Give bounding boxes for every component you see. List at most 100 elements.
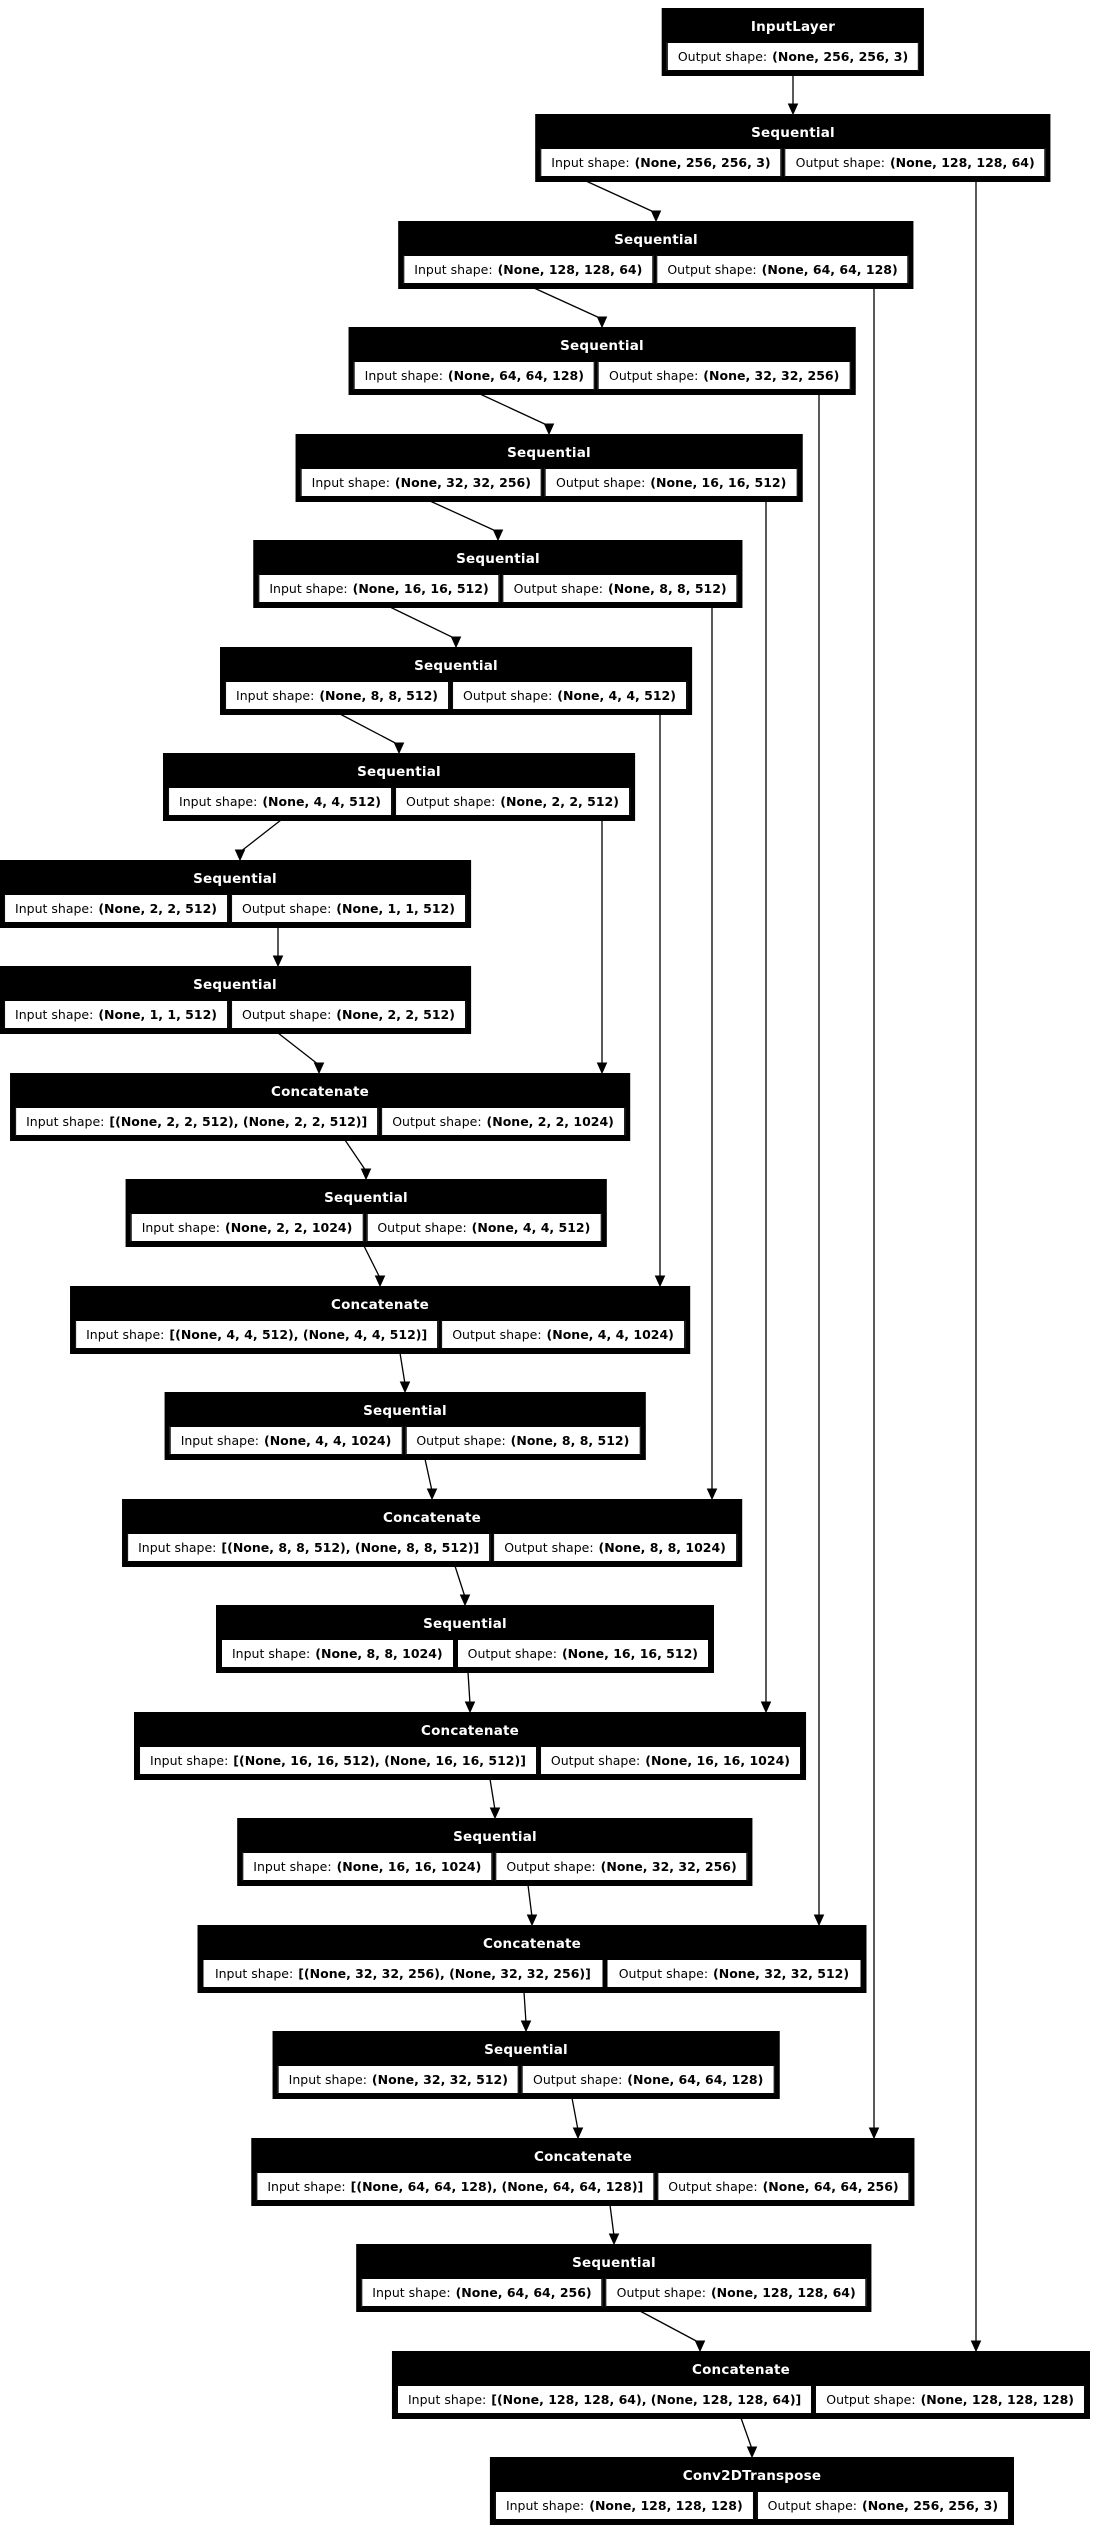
shape-label: Input shape: [86, 1327, 165, 1342]
shape-value: (None, 128, 128, 128) [920, 2392, 1075, 2407]
edge-n2-n3 [585, 180, 657, 214]
shape-label: Output shape: [467, 1646, 557, 1661]
shape-label: Output shape: [618, 1966, 709, 1981]
shape-value: (None, 64, 64, 128) [761, 262, 898, 277]
shape-cell: Input shape:(None, 4, 4, 512) [168, 787, 392, 816]
shape-cell: Output shape: (None, 1, 1, 512) [230, 894, 466, 923]
layer-shape-row: Input shape:(None, 64, 64, 128)Output sh… [351, 361, 854, 393]
layer-shape-row: Input shape:(None, 8, 8, 512)Output shap… [222, 681, 690, 713]
shape-value: (None, 128, 128, 64) [710, 2285, 856, 2300]
shape-value: [(None, 64, 64, 128), (None, 64, 64, 128… [350, 2179, 644, 2194]
shape-label: Output shape: [506, 1859, 596, 1874]
shape-value: (None, 32, 32, 256) [600, 1859, 737, 1874]
shape-value: (None, 8, 8, 512) [510, 1433, 630, 1448]
arrowhead-n2-n23 [970, 2340, 982, 2353]
layer-shape-row: Input shape:(None, 4, 4, 512)Output shap… [165, 787, 633, 819]
shape-cell: Output shape:(None, 128, 128, 64) [784, 148, 1046, 177]
edge-n19-n20 [523, 1991, 527, 2024]
shape-cell: Output shape:(None, 64, 64, 256) [657, 2172, 910, 2201]
layer-name: Concatenate [253, 2140, 913, 2172]
shape-label: Input shape: [253, 1859, 332, 1874]
layer-name: Sequential [358, 2246, 870, 2278]
arrowhead-n21-n22 [608, 2233, 620, 2246]
layer-name: Sequential [297, 436, 801, 468]
arrowhead-n14-n15 [426, 1488, 438, 1501]
layer-name: Sequential [537, 116, 1049, 148]
shape-label: Input shape: [269, 581, 348, 596]
layer-node-sequential-n14: Sequential Input shape:(None, 4, 4, 1024… [164, 1392, 646, 1460]
arrowhead-n16-n17 [464, 1701, 476, 1714]
shape-label: Input shape: [236, 688, 315, 703]
layer-node-inputlayer-n1: InputLayer Output shape:(None, 256, 256,… [661, 8, 925, 76]
layer-shape-row: Input shape:(None, 128, 128, 128)Output … [492, 2491, 1012, 2523]
layer-shape-row: Input shape:(None, 1, 1, 512)Output shap… [1, 1000, 469, 1032]
arrowhead-n9-n10 [272, 955, 284, 968]
layer-node-conv2dtranspose-n24: Conv2DTranspose Input shape: (None, 128, … [489, 2457, 1015, 2525]
shape-cell: Input shape: (None, 2, 2, 512) [4, 894, 228, 923]
shape-label: Output shape: [616, 2285, 706, 2300]
edge-n18-n19 [527, 1884, 533, 1918]
shape-cell: Input shape:(None, 8, 8, 512) [225, 681, 449, 710]
layer-node-sequential-n8: Sequential Input shape:(None, 4, 4, 512)… [163, 753, 635, 821]
shape-label: Input shape: [407, 2392, 487, 2407]
shape-label: Output shape: [608, 368, 699, 383]
layer-shape-row: Input shape:(None, 32, 32, 512)Output sh… [275, 2065, 778, 2097]
shape-label: Output shape: [241, 901, 332, 916]
shape-value: (None, 64, 64, 256) [762, 2179, 899, 2194]
layer-shape-row: Input shape:(None, 256, 256, 3)Output sh… [537, 148, 1048, 180]
arrowhead-n7-n13 [654, 1275, 666, 1288]
shape-label: Input shape: [311, 475, 390, 490]
shape-value: (None, 4, 4, 512) [471, 1220, 591, 1235]
shape-label: Input shape: [505, 2498, 585, 2513]
shape-value: (None, 16, 16, 512) [561, 1646, 698, 1661]
layer-shape-row: Input shape: (None, 2, 2, 512) Output shap… [1, 894, 469, 926]
layer-node-concatenate-n17: Concatenate Input shape:[(None, 16, 16, … [134, 1712, 806, 1780]
shape-value: (None, 1, 1, 512) [336, 901, 455, 916]
shape-value: (None, 2, 2, 512) [336, 1007, 455, 1022]
layer-shape-row: Input shape:[(None, 8, 8, 512), (None, 8… [124, 1533, 740, 1565]
layer-node-sequential-n22: Sequential Input shape:(None, 64, 64, 25… [356, 2244, 872, 2312]
edge-n6-n7 [389, 606, 457, 640]
shape-cell: Input shape:(None, 16, 16, 512) [258, 574, 500, 603]
shape-cell: Input shape:(None, 256, 256, 3) [540, 148, 782, 177]
shape-value: (None, 2, 2, 1024) [224, 1220, 353, 1235]
edge-n10-n11 [277, 1032, 320, 1066]
arrowhead-n13-n14 [399, 1381, 411, 1394]
arrowhead-n3-n21 [868, 2127, 880, 2140]
layer-name: Sequential [222, 649, 690, 681]
shape-cell: Input shape:[(None, 2, 2, 512), (None, 2… [15, 1107, 379, 1136]
arrowhead-n23-n24 [746, 2446, 758, 2459]
layer-shape-row: Input shape:[(None, 16, 16, 512), (None,… [136, 1746, 804, 1778]
shape-cell: Output shape: (None, 4, 4, 512) [366, 1213, 602, 1242]
layer-name: Sequential [274, 2033, 778, 2065]
shape-label: Output shape: [504, 1540, 594, 1555]
shape-value: [(None, 16, 16, 512), (None, 16, 16, 512… [233, 1753, 526, 1768]
layer-name: Conv2DTranspose [491, 2459, 1013, 2491]
shape-label: Input shape: [15, 1007, 94, 1022]
shape-label: Input shape: [15, 901, 94, 916]
shape-value: (None, 32, 32, 256) [703, 368, 840, 383]
shape-value: (None, 64, 64, 128) [627, 2072, 764, 2087]
shape-cell: Output shape: (None, 32, 32, 256) [495, 1852, 748, 1881]
shape-cell: Input shape:[(None, 4, 4, 512), (None, 4… [75, 1320, 439, 1349]
layer-shape-row: Input shape:[(None, 32, 32, 256), (None,… [200, 1959, 865, 1991]
arrowhead-n7-n8 [393, 742, 405, 755]
layer-node-sequential-n18: Sequential Input shape:(None, 16, 16, 10… [237, 1818, 753, 1886]
arrowhead-n4-n5 [543, 423, 555, 436]
arrowhead-n6-n15 [706, 1488, 718, 1501]
shape-label: Output shape: [677, 49, 768, 64]
shape-label: Input shape: [26, 1114, 105, 1129]
layer-name: Concatenate [72, 1288, 688, 1320]
shape-value: (None, 128, 128, 64) [889, 155, 1035, 170]
layer-name: Sequential [166, 1394, 644, 1426]
layer-node-sequential-n9: Sequential Input shape:(None, 2, 2, 512)… [0, 860, 471, 928]
edge-n17-n18 [489, 1778, 496, 1811]
shape-value: (None, 256, 256, 3) [634, 155, 771, 170]
shape-label: Output shape: [377, 1220, 467, 1235]
shape-value: (None, 2, 2, 512) [98, 901, 217, 916]
shape-value: (None, 128, 128, 128) [589, 2498, 743, 2513]
layer-node-sequential-n4: Sequential Input shape:(None, 64, 64, 12… [348, 327, 856, 395]
shape-value: (None, 64, 64, 128) [447, 368, 584, 383]
